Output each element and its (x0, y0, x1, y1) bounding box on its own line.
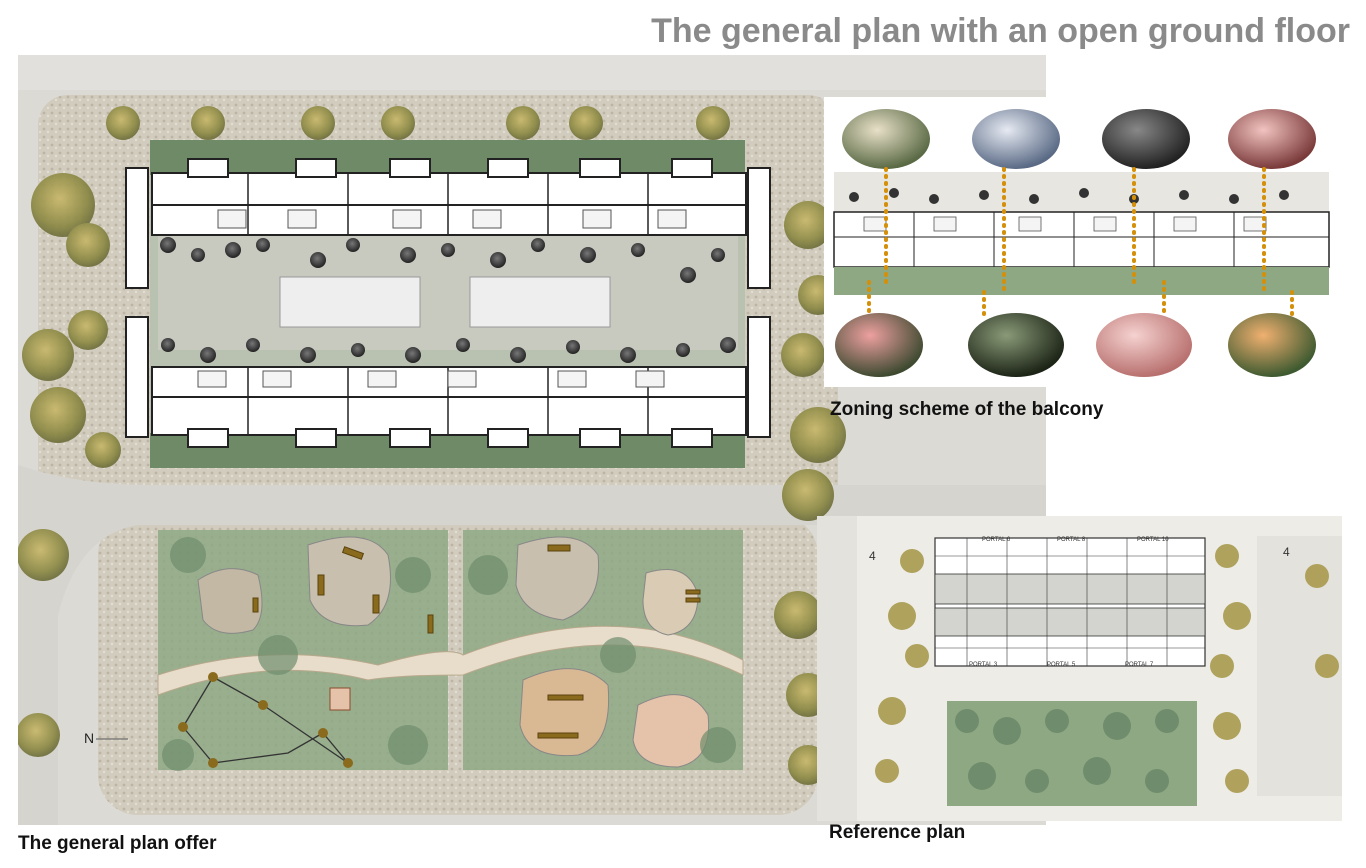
fruit-photo-icon (835, 313, 1316, 377)
reference-plan-svg: PORTAL 6 PORTAL 8 PORTAL 10 PORTAL 3 POR… (817, 516, 1342, 821)
general-plan-caption: The general plan offer (18, 833, 217, 854)
portal-label-bottom-1: PORTAL 3 (969, 662, 998, 668)
portal-label-bottom-2: PORTAL 5 (1047, 662, 1076, 668)
north-label: N (84, 730, 94, 746)
portal-label-top-2: PORTAL 8 (1057, 537, 1086, 543)
balcony-zoning-svg (824, 97, 1336, 387)
building-number-right: 4 (1283, 545, 1290, 559)
balcony-zoning-drawing (824, 97, 1336, 387)
portal-label-top-3: PORTAL 10 (1137, 537, 1169, 543)
page-title: The general plan with an open ground flo… (651, 12, 1350, 50)
building-number-left: 4 (869, 549, 876, 563)
reference-plan-caption: Reference plan (829, 822, 966, 843)
portal-label-bottom-3: PORTAL 7 (1125, 662, 1154, 668)
balcony-scheme-caption: Zoning scheme of the balcony (830, 399, 1104, 420)
portal-label-top-1: PORTAL 6 (982, 537, 1011, 543)
fruit-photo-icon (842, 109, 1316, 169)
reference-plan-drawing: PORTAL 6 PORTAL 8 PORTAL 10 PORTAL 3 POR… (817, 516, 1342, 821)
